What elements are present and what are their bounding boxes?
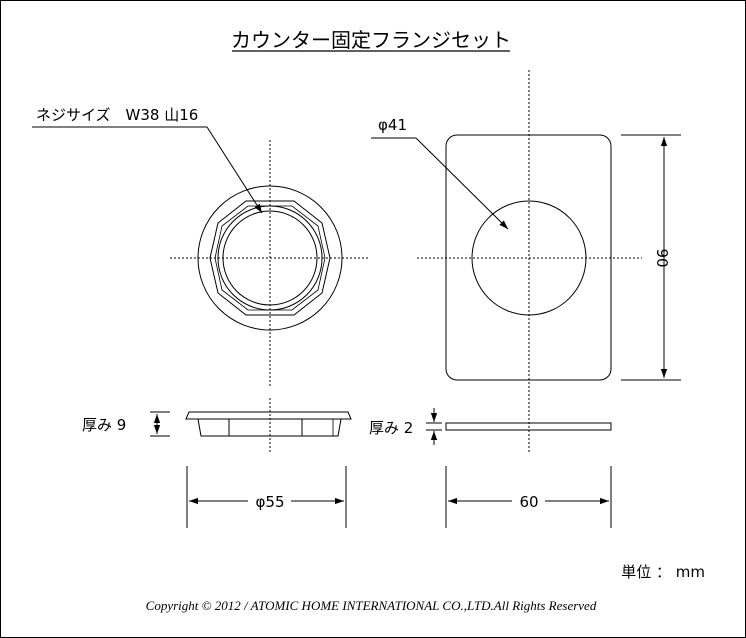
plate-outline	[445, 134, 612, 381]
unit-label: 単位 ： mm	[621, 563, 705, 581]
plate-width-label: 60	[519, 493, 538, 511]
plate-hole-diameter-label: φ41	[378, 116, 407, 134]
copyright-notice: Copyright © 2012 / ATOMIC HOME INTERNATI…	[146, 598, 597, 613]
flange-hex-nut-inner	[214, 205, 326, 311]
plate-top-view	[417, 70, 642, 452]
drawing-title: カウンター固定フランジセット	[231, 28, 511, 52]
flange-thickness-label: 厚み 9	[82, 416, 126, 434]
thread-size-label: ネジサイズ W38 山16	[36, 106, 198, 124]
flange-thread-inner	[222, 210, 318, 306]
plate-thickness-label: 厚み 2	[369, 419, 413, 437]
flange-side-rim	[185, 411, 352, 420]
flange-hex-nut	[209, 200, 331, 316]
hole-leader-arrow	[415, 137, 509, 230]
flange-diameter-label: φ55	[256, 493, 285, 511]
flange-outer-circle	[197, 185, 343, 331]
flange-side-view	[185, 398, 352, 452]
thread-leader-arrow	[206, 126, 263, 214]
plate-height-label: 90	[653, 248, 671, 267]
plate-side-view	[445, 422, 612, 431]
flange-thread-outer	[217, 205, 323, 311]
flange-top-view	[170, 140, 370, 388]
plate-hole-circle	[471, 200, 587, 316]
